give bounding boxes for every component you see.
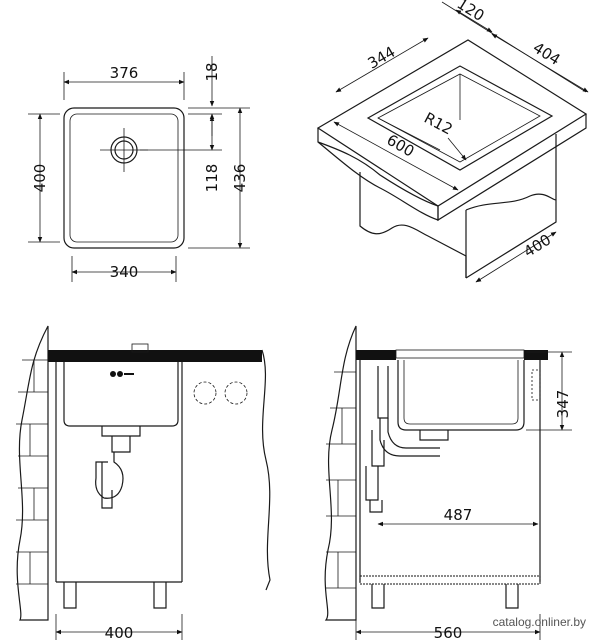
dim-left-height: 400 (31, 164, 49, 193)
top-view: 376 340 400 18 118 436 (28, 56, 250, 282)
dim-iso-cabinet-depth: 400 (520, 231, 554, 261)
dim-total-height: 436 (231, 164, 249, 193)
dim-iso-depth: 120 (454, 0, 488, 25)
dim-bottom-width: 340 (110, 263, 139, 281)
dim-top-width: 376 (110, 64, 139, 82)
dim-iso-radius: R12 (421, 109, 456, 139)
sink-outline-outer (63, 107, 185, 249)
front-view: 400 (16, 325, 271, 642)
dim-drain-offset: 118 (203, 164, 221, 193)
dim-right-top-offset: 18 (203, 62, 221, 81)
dim-side-cabinet-depth: 560 (434, 624, 463, 642)
side-view: 347 487 560 (324, 325, 572, 642)
overflow-icon (110, 371, 134, 377)
watermark: catalog.onliner.by (493, 615, 586, 629)
sink-outline-inner (69, 113, 179, 243)
dim-front-cabinet-width: 400 (105, 624, 134, 642)
dim-side-drain-distance: 487 (444, 506, 473, 524)
dim-iso-width: 600 (384, 131, 418, 161)
dim-iso-cabinet-depth-top: 404 (530, 39, 564, 69)
iso-view: 120 344 404 R12 600 400 (316, 0, 589, 283)
dim-iso-inner-width: 344 (365, 43, 399, 73)
dim-side-bowl-depth: 347 (554, 390, 572, 419)
